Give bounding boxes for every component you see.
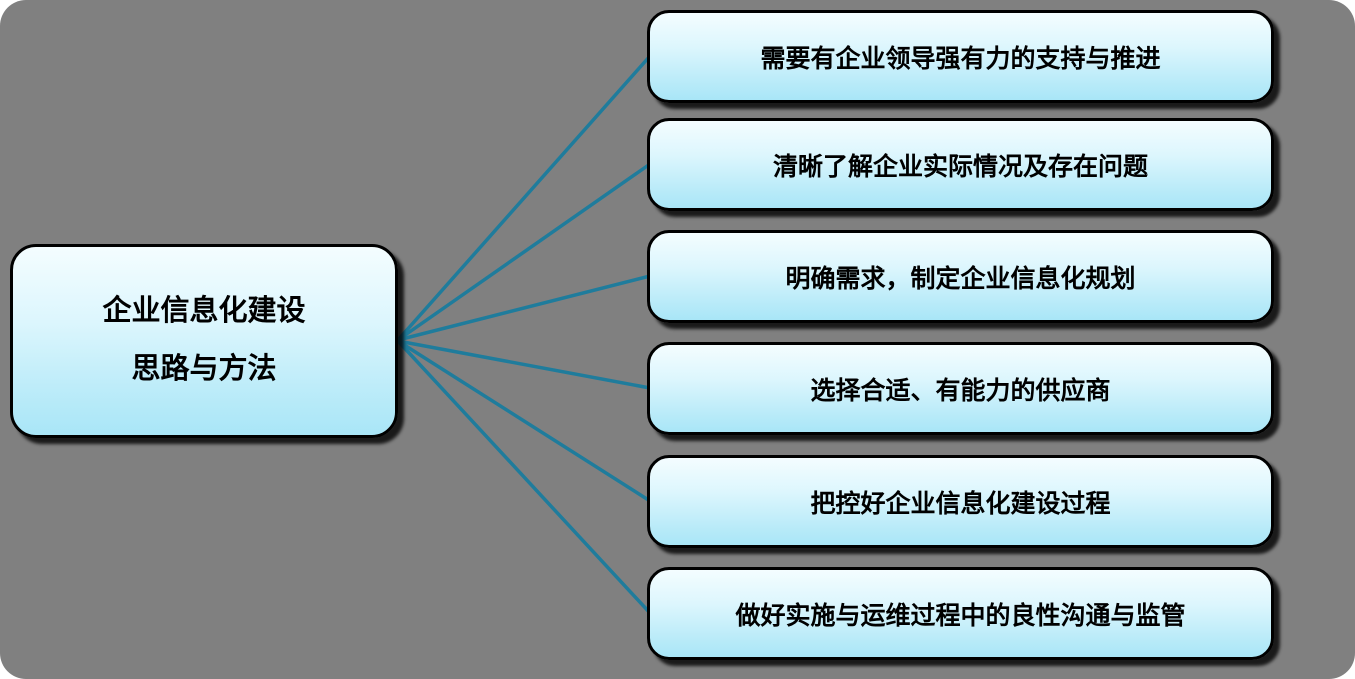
branch-node-leadership-support: 需要有企业领导强有力的支持与推进 (647, 10, 1274, 103)
connector-line (396, 54, 652, 342)
branch-label: 明确需求，制定企业信息化规划 (785, 264, 1136, 293)
branch-node-understand-situation: 清晰了解企业实际情况及存在问题 (647, 118, 1274, 211)
branch-node-select-vendor: 选择合适、有能力的供应商 (647, 342, 1274, 435)
connector-line (397, 339, 651, 503)
root-topic-label-line1: 企业信息化建设 (102, 295, 306, 328)
branch-node-define-requirements: 明确需求，制定企业信息化规划 (647, 230, 1274, 323)
branch-label: 需要有企业领导强有力的支持与推进 (760, 44, 1161, 73)
branch-node-control-process: 把控好企业信息化建设过程 (647, 455, 1274, 548)
connector-line (397, 274, 651, 342)
branch-label: 把控好企业信息化建设过程 (810, 489, 1111, 518)
branch-node-communication-supervision: 做好实施与运维过程中的良性沟通与监管 (647, 567, 1274, 660)
root-topic-label-line2: 思路与方法 (131, 353, 277, 385)
branch-label: 选择合适、有能力的供应商 (810, 376, 1111, 405)
root-topic-node: 企业信息化建设 思路与方法 (10, 244, 398, 438)
connector-line (396, 339, 652, 615)
branch-label: 做好实施与运维过程中的良性沟通与监管 (735, 601, 1186, 630)
connector-line (397, 339, 651, 390)
connector-line (396, 162, 652, 342)
branch-label: 清晰了解企业实际情况及存在问题 (772, 152, 1148, 181)
